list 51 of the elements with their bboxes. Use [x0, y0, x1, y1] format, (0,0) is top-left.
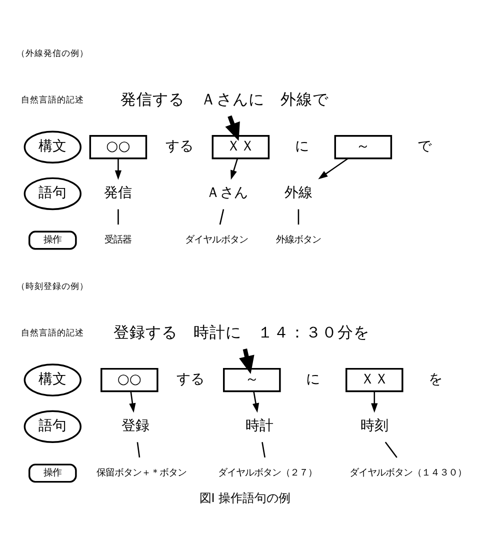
node-text: 外線	[284, 184, 312, 201]
connector	[384, 442, 398, 458]
label: （外線発信の例）	[16, 49, 89, 60]
label: 自然言語的記述	[21, 96, 84, 106]
node-box: ○○	[89, 135, 148, 160]
node-text: Ａさん	[206, 184, 248, 201]
node-ellipse: 構文	[24, 130, 82, 164]
label: を	[428, 371, 443, 388]
label: で	[417, 138, 432, 154]
connector	[298, 209, 300, 225]
label: に	[294, 138, 309, 154]
caption: 図Ⅰ 操作語句の例	[199, 490, 291, 505]
label: する	[165, 138, 194, 154]
arrow	[114, 158, 122, 180]
node-text: ダイヤルボタン（２７）	[218, 468, 317, 479]
connector	[118, 209, 119, 225]
node-box: ○○	[100, 368, 158, 392]
node-box: ～	[223, 368, 281, 392]
node-box: ～	[334, 135, 392, 160]
node-ellipse: 語句	[24, 177, 82, 210]
node-text: ダイヤルボタン	[185, 234, 248, 246]
arrow	[318, 158, 349, 180]
arrow	[239, 348, 254, 374]
arrow	[225, 115, 240, 141]
label: （時刻登録の例）	[16, 282, 89, 292]
node-text: 登録	[121, 418, 150, 434]
node-text: ダイヤルボタン（１４３０）	[350, 468, 467, 479]
node-ellipse: 語句	[24, 410, 82, 443]
node-box: 操作	[28, 230, 77, 250]
connector	[262, 442, 266, 458]
connector	[136, 442, 140, 458]
node-box: 操作	[28, 464, 77, 483]
node-text: 発信	[104, 184, 132, 201]
node-text: 受話器	[104, 234, 132, 246]
connector	[219, 209, 224, 225]
node-text: 外線ボタン	[276, 234, 321, 246]
node-text: 発信する Ａさんに 外線で	[120, 90, 328, 108]
arrow	[371, 391, 378, 413]
arrow	[230, 158, 238, 180]
node-ellipse: 構文	[24, 364, 82, 396]
node-text: 時計	[246, 418, 274, 434]
label: に	[306, 371, 320, 388]
label: 自然言語的記述	[21, 328, 84, 339]
node-text: 登録する 時計に １４：３０分を	[114, 323, 370, 342]
arrow	[252, 391, 260, 413]
node-box: ＸＸ	[212, 135, 270, 160]
arrow	[129, 391, 136, 413]
node-box: ＸＸ	[345, 368, 404, 392]
label: する	[176, 371, 205, 388]
node-text: 時刻	[360, 418, 388, 434]
node-text: 保留ボタン＋＊ボタン	[96, 468, 186, 479]
